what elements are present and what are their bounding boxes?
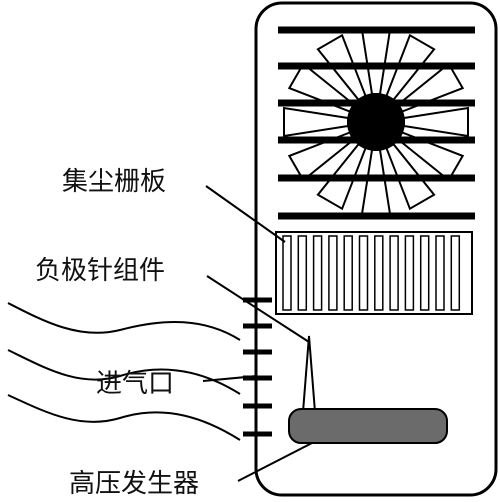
label-air-inlet: 进气口: [96, 369, 174, 399]
leader-line-inlet: [202, 375, 258, 382]
leader-lines: [202, 185, 313, 482]
leader-line-grille: [205, 185, 286, 243]
label-high-voltage-generator: 高压发生器: [69, 469, 199, 499]
leader-line-generator: [237, 442, 313, 482]
dust-collector-grille: [275, 231, 473, 315]
grille-plate: [419, 235, 430, 311]
label-dust-collector-grille: 集尘栅板: [62, 167, 166, 197]
grille-plate: [282, 235, 292, 311]
air-inlet-slots: [243, 297, 272, 437]
fan-blade: [283, 106, 349, 138]
airflow-waves: [7, 302, 241, 441]
grille-plate: [328, 235, 338, 311]
grille-plates: [282, 235, 461, 311]
fan-assembly: [278, 26, 475, 220]
label-cathode-needle-assembly: 负极针组件: [35, 256, 165, 286]
grille-plate: [435, 235, 445, 311]
fan-guard-bars: [278, 26, 475, 220]
airflow-wave: [7, 349, 241, 395]
airflow-wave: [7, 302, 241, 341]
grille-plate: [404, 235, 415, 311]
fan-blade: [360, 29, 392, 95]
fan-blade: [360, 149, 392, 215]
grille-plate: [343, 235, 353, 311]
high-voltage-generator: [288, 408, 448, 444]
grille-plate: [312, 235, 323, 311]
airflow-wave: [7, 394, 241, 441]
purifier-housing: [254, 1, 498, 497]
grille-plate: [389, 235, 399, 311]
cathode-needle: [301, 335, 317, 413]
grille-plate: [450, 235, 461, 311]
grille-plate: [297, 235, 308, 311]
grille-plate: [358, 235, 369, 311]
fan-blade: [403, 106, 469, 138]
grille-plate: [374, 235, 384, 311]
leader-line-cathode: [206, 275, 310, 343]
